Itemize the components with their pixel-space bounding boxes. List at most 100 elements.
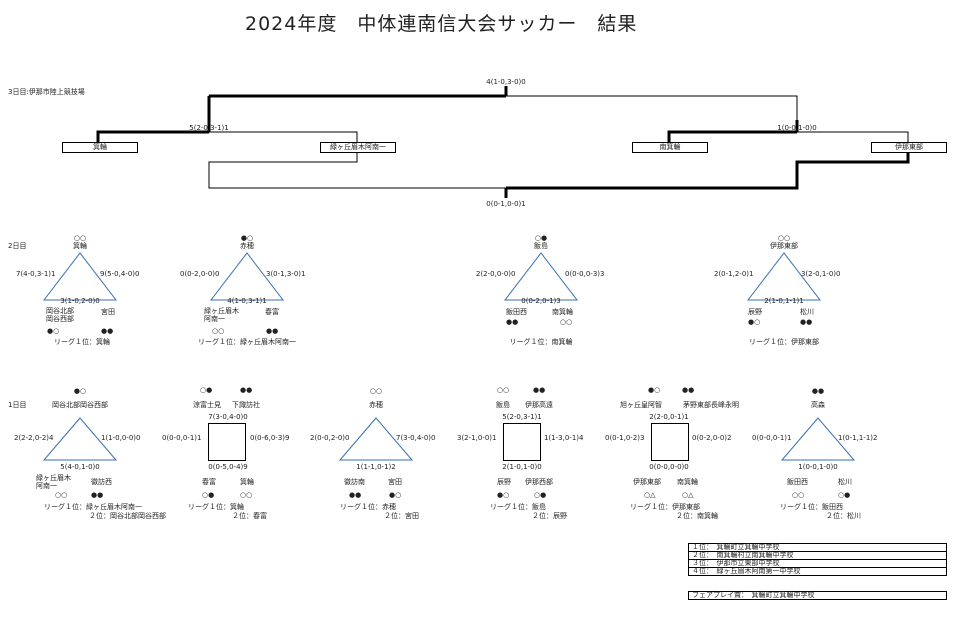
group-marks: ○○ xyxy=(73,234,87,242)
marks-tr: ●● xyxy=(240,386,253,394)
marks-bl: ●○ xyxy=(47,327,60,335)
marks-tl: ○● xyxy=(200,386,213,394)
league-summary-1: リーグ１位：赤穂 xyxy=(340,503,396,511)
marks-br: ●○ xyxy=(389,491,402,499)
marks-tr: ●● xyxy=(533,386,546,394)
team-top-right: 茅野東部長峰永明 xyxy=(683,401,739,409)
league-summary-2: ２位：松川 xyxy=(826,512,861,520)
marks-bl: ○○ xyxy=(212,327,225,335)
standing-row: ２位： 南箕輪村立南箕輪中学校 xyxy=(689,552,946,560)
marks-br: ○△ xyxy=(682,491,694,499)
marks-bl: ○● xyxy=(202,491,215,499)
team-bottom-right: 宮田 xyxy=(388,478,402,486)
score-left: 0(0-2,0-0)0 xyxy=(180,270,220,278)
score-bottom: 1(0-0,1-0)0 xyxy=(798,463,838,471)
bracket-team-box: 南箕輪 xyxy=(632,142,708,153)
league-summary-2: ２位：春富 xyxy=(232,512,267,520)
standing-row: １位： 箕輪町立箕輪中学校 xyxy=(689,544,946,552)
marks-br: ○● xyxy=(838,491,851,499)
score-left: 0(0-0,0-1)1 xyxy=(752,434,792,442)
team-bottom-left: 飯田西 xyxy=(506,308,527,316)
team-bottom-left: 春富 xyxy=(202,478,216,486)
group-marks: ●● xyxy=(811,387,825,395)
sf-left-score: 5(2-0,3-1)1 xyxy=(189,124,229,132)
score-left: 2(2-2,0-2)4 xyxy=(14,434,54,442)
score-right: 0(0-2,0-0)2 xyxy=(692,434,732,442)
score-left: 3(2-1,0-0)1 xyxy=(457,434,497,442)
group-top-team: 岡谷北部岡谷西部 xyxy=(52,401,108,409)
marks-tl: ●○ xyxy=(648,386,661,394)
group-marks: ○○ xyxy=(777,234,791,242)
group-square xyxy=(651,423,689,461)
marks-br: ○○ xyxy=(240,491,253,499)
team-top-right: 下諏訪社 xyxy=(232,401,260,409)
marks-tl: ○○ xyxy=(497,386,510,394)
score-bottom: 3(1-0,2-0)0 xyxy=(60,297,100,305)
marks-bl: ●○ xyxy=(497,491,510,499)
marks-br: ●● xyxy=(266,327,279,335)
team-bottom-right: 宮田 xyxy=(101,308,115,316)
group-top-team: 赤穂 xyxy=(240,242,254,250)
marks-br: ●● xyxy=(91,491,104,499)
score-top: 2(2-0,0-1)1 xyxy=(649,413,689,421)
third-place-score: 0(0-1,0-0)1 xyxy=(486,200,526,208)
group-marks: ●○ xyxy=(240,234,254,242)
team-bottom-left: 徽訪南 xyxy=(344,478,365,486)
group-top-team: 箕輪 xyxy=(73,242,87,250)
team-top-left: 涼富士見 xyxy=(193,401,221,409)
fairplay-row: フェアプレイ賞： 箕輪町立箕輪中学校 xyxy=(692,591,815,599)
team-bottom-left: 飯田西 xyxy=(787,478,808,486)
league-summary-1: リーグ１位：伊那東部 xyxy=(630,503,700,511)
day3-label: 3日目:伊那市陸上競技場 xyxy=(8,88,85,96)
group-top-team: 伊那東部 xyxy=(770,242,798,250)
league-summary-2: ２位：岡谷北部岡谷西部 xyxy=(89,512,166,520)
day1-label: 1日目 xyxy=(8,401,27,409)
score-right: 3(0-1,3-0)1 xyxy=(266,270,306,278)
team-bottom-left: 辰野 xyxy=(497,478,511,486)
group-marks: ○● xyxy=(534,234,548,242)
league-summary-1: リーグ１位：緑ヶ丘眉木阿南一 xyxy=(44,503,142,511)
bracket-team-box: 箕輪 xyxy=(62,142,138,153)
team-bottom-right: 松川 xyxy=(838,478,852,486)
bracket-team-box: 緑ヶ丘眉木阿南一 xyxy=(320,142,396,153)
group-top-team: 高森 xyxy=(811,401,825,409)
score-right: 1(1-3,0-1)4 xyxy=(544,434,584,442)
team-bottom-left: 辰野 xyxy=(748,308,762,316)
league-summary-1: リーグ１位：飯島 xyxy=(490,503,546,511)
team-top-left: 旭ヶ丘皇阿智 xyxy=(620,401,662,409)
score-right: 0(0-6,0-3)9 xyxy=(250,434,290,442)
score-left: 2(2-0,0-0)0 xyxy=(476,270,516,278)
score-right: 0(0-0,0-3)3 xyxy=(565,270,605,278)
score-bottom: 0(0-0,0-0)0 xyxy=(649,463,689,471)
team-bottom-right: 箕輪 xyxy=(240,478,254,486)
sf-right-score: 1(0-0,1-0)0 xyxy=(777,124,817,132)
score-bottom: 0(0-5,0-4)9 xyxy=(208,463,248,471)
bracket-team-box: 伊那東部 xyxy=(871,142,947,153)
team-bottom-right: 春富 xyxy=(265,308,279,316)
group-top-team: 赤穂 xyxy=(369,401,383,409)
score-left: 2(0-1,2-0)1 xyxy=(714,270,754,278)
score-bottom: 5(4-0,1-0)0 xyxy=(60,463,100,471)
fairplay-award: フェアプレイ賞： 箕輪町立箕輪中学校 xyxy=(688,591,947,600)
league-summary-2: ２位：南箕輪 xyxy=(676,512,718,520)
marks-bl: ●● xyxy=(349,491,362,499)
team-bottom-left: 伊那東部 xyxy=(633,478,661,486)
day2-label: 2日目 xyxy=(8,242,27,250)
marks-bl: ○△ xyxy=(644,491,656,499)
group-square xyxy=(503,423,541,461)
group-marks: ●○ xyxy=(73,387,87,395)
team-top-right: 伊那高遠 xyxy=(525,401,553,409)
marks-br: ●● xyxy=(800,318,813,326)
team-bottom-right: 南箕輪 xyxy=(677,478,698,486)
score-left: 7(4-0,3-1)1 xyxy=(16,270,56,278)
league-summary: リーグ１位：南箕輪 xyxy=(509,338,573,346)
score-right: 9(5-0,4-0)0 xyxy=(100,270,140,278)
score-right: 1(0-1,1-1)2 xyxy=(838,434,878,442)
page-title: 2024年度 中体連南信大会サッカー 結果 xyxy=(245,13,638,35)
marks-bl: ○○ xyxy=(55,491,68,499)
score-left: 2(0-0,2-0)0 xyxy=(310,434,350,442)
final-standings-table: １位： 箕輪町立箕輪中学校 ２位： 南箕輪村立南箕輪中学校 ３位： 伊那市立東部… xyxy=(688,543,947,576)
league-summary: リーグ１位：箕輪 xyxy=(54,338,110,346)
group-top-team: 飯島 xyxy=(534,242,548,250)
league-summary-2: ２位：宮田 xyxy=(384,512,419,520)
